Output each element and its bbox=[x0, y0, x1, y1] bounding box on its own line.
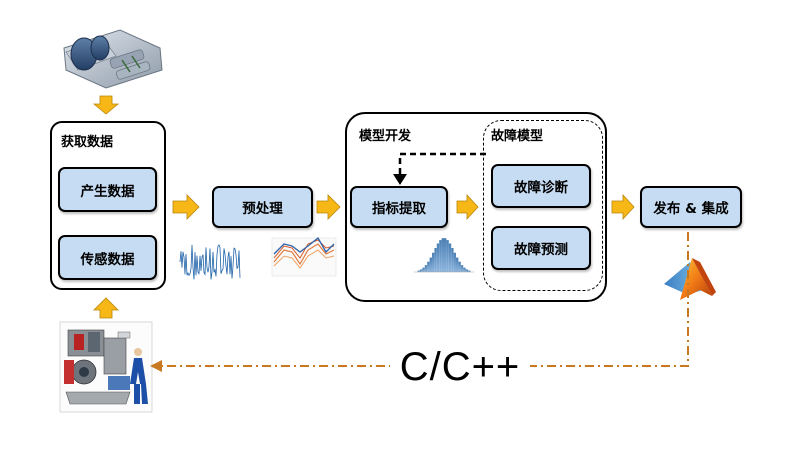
arrow-right-2 bbox=[316, 194, 341, 220]
histogram-bar bbox=[436, 243, 440, 272]
feedback-arrowhead bbox=[150, 360, 162, 372]
fault-diagnosis-node: 故障诊断 bbox=[491, 164, 591, 208]
line-plot-image bbox=[271, 236, 337, 277]
fault-model-title: 故障模型 bbox=[491, 129, 544, 144]
histogram-bar bbox=[446, 240, 449, 272]
preprocess-node: 预处理 bbox=[212, 186, 313, 228]
signal-waveform-image bbox=[179, 244, 241, 280]
histogram-bar bbox=[441, 238, 444, 272]
histogram-bar bbox=[448, 243, 452, 272]
language-label: C/C++ bbox=[390, 342, 530, 392]
arrow-right-1 bbox=[172, 194, 200, 220]
histogram-bar bbox=[460, 265, 464, 272]
histogram-bar bbox=[432, 252, 435, 272]
pump-device-image bbox=[63, 29, 163, 89]
matlab-logo-icon bbox=[664, 258, 716, 300]
histogram-bar bbox=[456, 257, 459, 272]
deployment-feedback-line bbox=[158, 232, 689, 367]
histogram-bar bbox=[417, 270, 420, 272]
sensor-data-node: 传感数据 bbox=[58, 235, 157, 280]
feedback-dashed-arrow bbox=[393, 152, 486, 185]
acquire-data-title: 获取数据 bbox=[61, 135, 114, 150]
histogram-bar bbox=[444, 238, 447, 272]
histogram-bar bbox=[427, 261, 430, 272]
histogram-bar bbox=[453, 252, 456, 272]
arrow-up-engine bbox=[93, 297, 119, 319]
arrow-down-pump bbox=[92, 95, 120, 115]
model-dev-title: 模型开发 bbox=[359, 129, 412, 144]
engine-assembly-image bbox=[59, 321, 153, 413]
histogram-bar bbox=[458, 261, 461, 272]
histogram-image bbox=[414, 238, 474, 273]
arrow-right-3 bbox=[456, 193, 479, 221]
histogram-bar bbox=[463, 267, 466, 272]
fault-prediction-node: 故障预测 bbox=[491, 226, 591, 270]
flow-arrows bbox=[92, 95, 635, 319]
histogram-bar bbox=[451, 248, 454, 272]
histogram-bar bbox=[434, 248, 437, 272]
histogram-bar bbox=[424, 265, 428, 272]
histogram-bar bbox=[420, 269, 423, 272]
histogram-bar bbox=[429, 257, 432, 272]
publish-integration-node: 发布 & 集成 bbox=[640, 186, 742, 228]
histogram-bar bbox=[422, 267, 425, 272]
feature-extraction-node: 指标提取 bbox=[350, 186, 448, 228]
arrow-right-4 bbox=[611, 193, 635, 221]
histogram-bar bbox=[465, 269, 468, 272]
fault-model-group bbox=[483, 120, 603, 291]
generate-data-node: 产生数据 bbox=[58, 167, 157, 212]
histogram-bar bbox=[468, 270, 471, 272]
histogram-bar bbox=[439, 240, 442, 272]
